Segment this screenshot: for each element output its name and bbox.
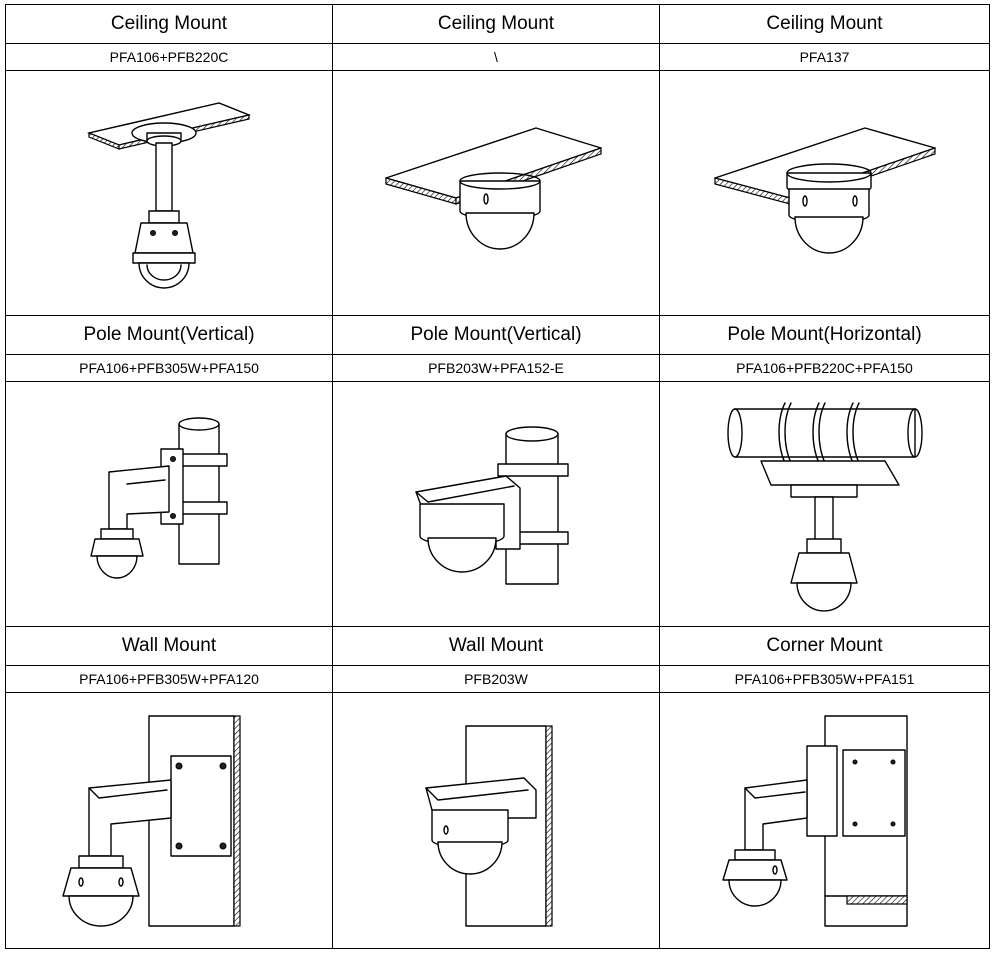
model-number: PFA106+PFB220C+PFA150 bbox=[659, 354, 990, 382]
ceiling-adapter-dome-drawing-icon bbox=[713, 127, 936, 254]
model-number: PFA106+PFB305W+PFA151 bbox=[659, 665, 990, 693]
mount-title: Wall Mount bbox=[5, 626, 333, 666]
mount-title: Ceiling Mount bbox=[5, 4, 333, 44]
flush-ceiling-dome-drawing-icon bbox=[385, 127, 602, 250]
model-row-2: PFA106+PFB305W+PFA150 PFB203W+PFA152-E P… bbox=[5, 354, 990, 382]
image-row-2 bbox=[5, 381, 990, 627]
model-row-1: PFA106+PFB220C \ PFA137 bbox=[5, 43, 990, 71]
wall-bracket-box-drawing-icon bbox=[62, 714, 241, 927]
model-number: PFA106+PFB305W+PFA150 bbox=[5, 354, 333, 382]
model-number: PFB203W bbox=[332, 665, 660, 693]
title-row-3: Wall Mount Wall Mount Corner Mount bbox=[5, 626, 990, 666]
vertical-pole-bracket-drawing-icon bbox=[90, 417, 228, 579]
mount-options-table: Ceiling Mount Ceiling Mount Ceiling Moun… bbox=[5, 4, 990, 949]
title-row-1: Ceiling Mount Ceiling Mount Ceiling Moun… bbox=[5, 4, 990, 44]
model-number: PFB203W+PFA152-E bbox=[332, 354, 660, 382]
model-number: PFA106+PFB305W+PFA120 bbox=[5, 665, 333, 693]
mount-title: Wall Mount bbox=[332, 626, 660, 666]
title-row-2: Pole Mount(Vertical) Pole Mount(Vertical… bbox=[5, 315, 990, 355]
image-row-1 bbox=[5, 70, 990, 316]
model-number: PFA137 bbox=[659, 43, 990, 71]
image-row-3 bbox=[5, 692, 990, 949]
corner-bracket-drawing-icon bbox=[721, 714, 908, 927]
mount-title: Pole Mount(Horizontal) bbox=[659, 315, 990, 355]
vertical-pole-wall-bracket-drawing-icon bbox=[415, 426, 569, 585]
mount-title: Ceiling Mount bbox=[332, 4, 660, 44]
horizontal-pole-pendant-drawing-icon bbox=[726, 402, 923, 612]
model-number: \ bbox=[332, 43, 660, 71]
model-number: PFA106+PFB220C bbox=[5, 43, 333, 71]
model-row-3: PFA106+PFB305W+PFA120 PFB203W PFA106+PFB… bbox=[5, 665, 990, 693]
mount-title: Pole Mount(Vertical) bbox=[332, 315, 660, 355]
mount-title: Ceiling Mount bbox=[659, 4, 990, 44]
mount-title: Pole Mount(Vertical) bbox=[5, 315, 333, 355]
wall-bracket-drawing-icon bbox=[425, 724, 553, 927]
mount-title: Corner Mount bbox=[659, 626, 990, 666]
pendant-ceiling-mount-drawing-icon bbox=[86, 102, 252, 289]
